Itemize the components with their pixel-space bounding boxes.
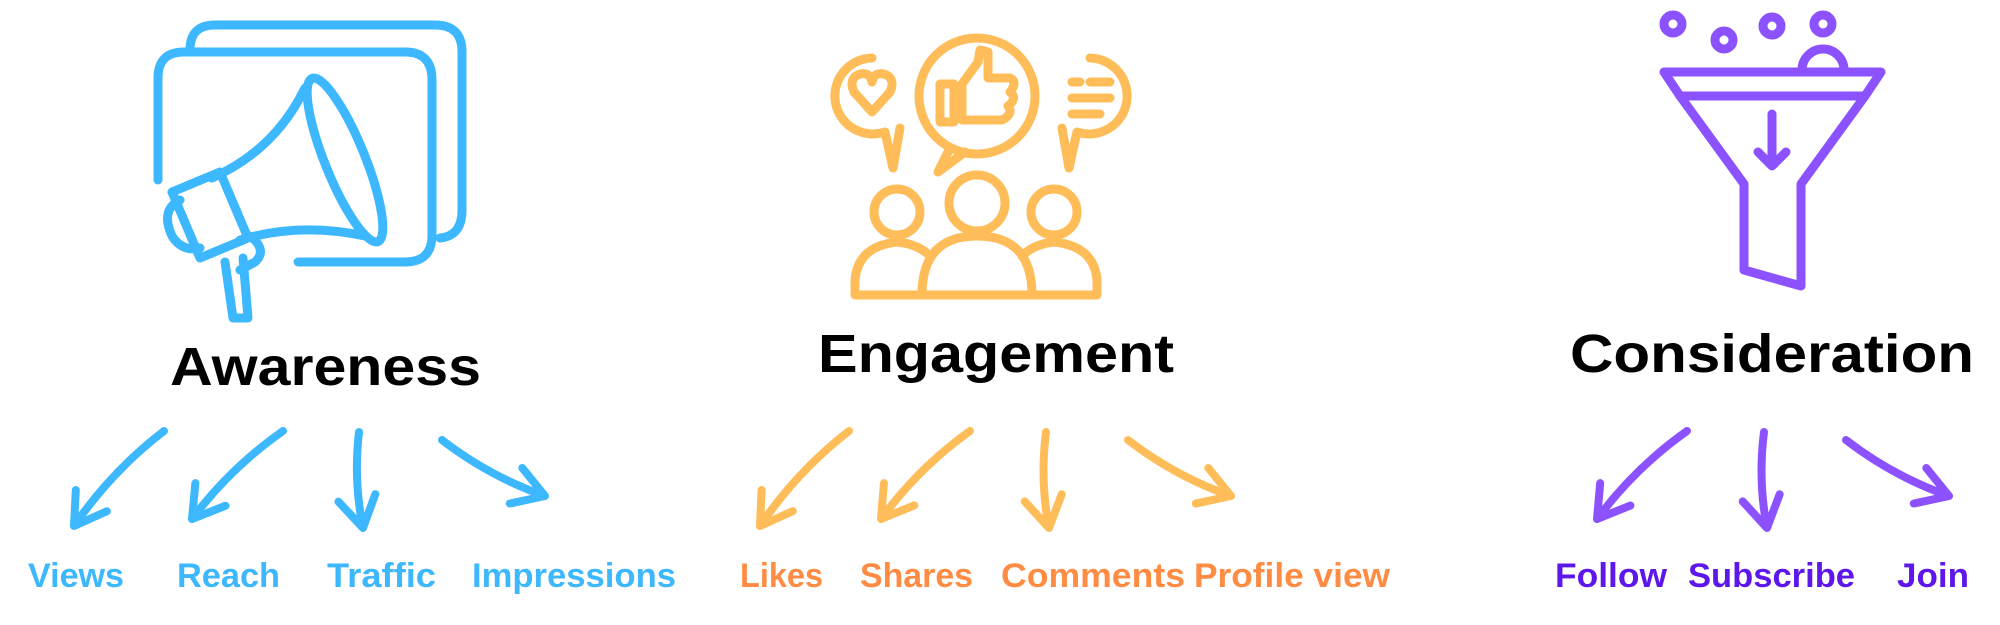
stage-title-consideration: Consideration bbox=[1570, 324, 1974, 384]
arrow-icon bbox=[1842, 436, 1953, 508]
arrow-icon bbox=[1020, 428, 1066, 532]
metric-comments: Comments bbox=[1001, 557, 1185, 595]
arrow-icon bbox=[438, 436, 549, 508]
arrow-icon bbox=[334, 428, 380, 532]
stage-title-awareness: Awareness bbox=[170, 337, 481, 397]
metric-likes: Likes bbox=[740, 557, 823, 595]
arrow-icon bbox=[877, 427, 974, 523]
metric-follow: Follow bbox=[1555, 557, 1668, 595]
stage-title-engagement: Engagement bbox=[818, 324, 1174, 384]
funnel-icon bbox=[1659, 10, 1886, 291]
megaphone-icon bbox=[153, 20, 467, 323]
community-feedback-icon bbox=[830, 33, 1132, 300]
metric-traffic: Traffic bbox=[327, 557, 436, 595]
metric-profile-view: Profile view bbox=[1194, 557, 1391, 595]
metric-views: Views bbox=[28, 557, 124, 595]
metric-join: Join bbox=[1897, 557, 1969, 595]
arrow-icon bbox=[188, 427, 287, 523]
arrow-icon bbox=[1593, 427, 1691, 523]
metric-reach: Reach bbox=[177, 557, 280, 595]
arrow-icon bbox=[756, 427, 853, 530]
metric-impressions: Impressions bbox=[472, 557, 676, 595]
arrow-icon bbox=[1738, 428, 1784, 532]
metric-subscribe: Subscribe bbox=[1688, 557, 1855, 595]
metric-shares: Shares bbox=[860, 557, 973, 595]
arrow-icon bbox=[70, 427, 168, 530]
arrow-icon bbox=[1124, 436, 1235, 508]
arrows bbox=[70, 427, 1953, 532]
